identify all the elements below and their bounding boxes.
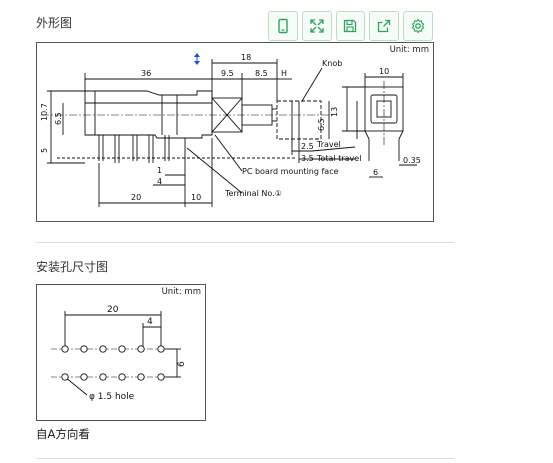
section-title-outline: 外形图 [36,16,73,30]
save-button[interactable] [335,11,366,41]
dim-6-5-right: 6.5 [317,118,326,131]
dim-8-5: 8.5 [255,69,268,78]
mount-dim-4: 4 [147,317,153,327]
viewer-toolbar [268,11,433,41]
phone-view-button[interactable] [268,11,298,41]
dim-6-5-left: 6.5 [54,112,63,125]
dim-9-5: 9.5 [221,69,234,78]
outline-drawing-panel: Unit: mm [36,42,434,222]
dim-h: H [281,69,287,78]
share-icon [378,19,391,33]
phone-icon [278,18,288,34]
dim-10-top: 10 [379,67,389,76]
hole-grid [61,345,165,381]
dim-10-bottom: 10 [191,193,201,202]
label-terminal-no: Terminal No.① [224,189,282,198]
dim-20: 20 [131,193,141,202]
label-knob: Knob [322,59,342,68]
mount-hole-label: φ 1.5 hole [89,392,135,402]
dim-36: 36 [141,69,151,78]
section-divider [36,242,454,243]
dim-1: 1 [157,166,162,175]
view-caption: 自A方向看 [36,427,90,441]
section-title-mounting: 安装孔尺寸图 [36,260,109,274]
fullscreen-icon [310,19,324,33]
dim-4: 4 [157,177,162,186]
dim-10-7: 10.7 [40,103,49,121]
save-icon [344,19,357,33]
orientation-arrow-icon [194,53,200,65]
settings-icon [411,18,425,34]
dim-2-5: 2.5 [301,142,314,151]
mount-dim-20: 20 [107,305,119,315]
outline-unit-label: Unit: mm [389,45,429,55]
settings-button[interactable] [403,11,433,41]
dim-13: 13 [330,107,339,117]
dim-6: 6 [373,168,378,177]
dim-5: 5 [40,148,49,153]
label-total-travel: Total travel [316,154,361,163]
share-button[interactable] [369,11,400,41]
label-pc-board-face: PC board mounting face [242,167,339,176]
dim-18: 18 [241,53,251,62]
dim-0-35: 0.35 [403,156,421,165]
mounting-drawing-panel: Unit: mm 20 4 6 φ 1.5 hole [36,284,206,421]
mount-dim-6: 6 [177,361,187,367]
mounting-unit-label: Unit: mm [161,287,201,297]
bottom-divider [36,458,454,459]
mounting-drawing: 20 4 6 φ 1.5 hole [51,305,187,402]
fullscreen-button[interactable] [301,11,332,41]
outline-drawing: 36 18 9.5 8.5 H 10 10.7 6.5 5 1 4 20 10 … [40,53,421,207]
dim-3-5: 3.5 [301,154,314,163]
label-travel: Travel [316,140,341,149]
